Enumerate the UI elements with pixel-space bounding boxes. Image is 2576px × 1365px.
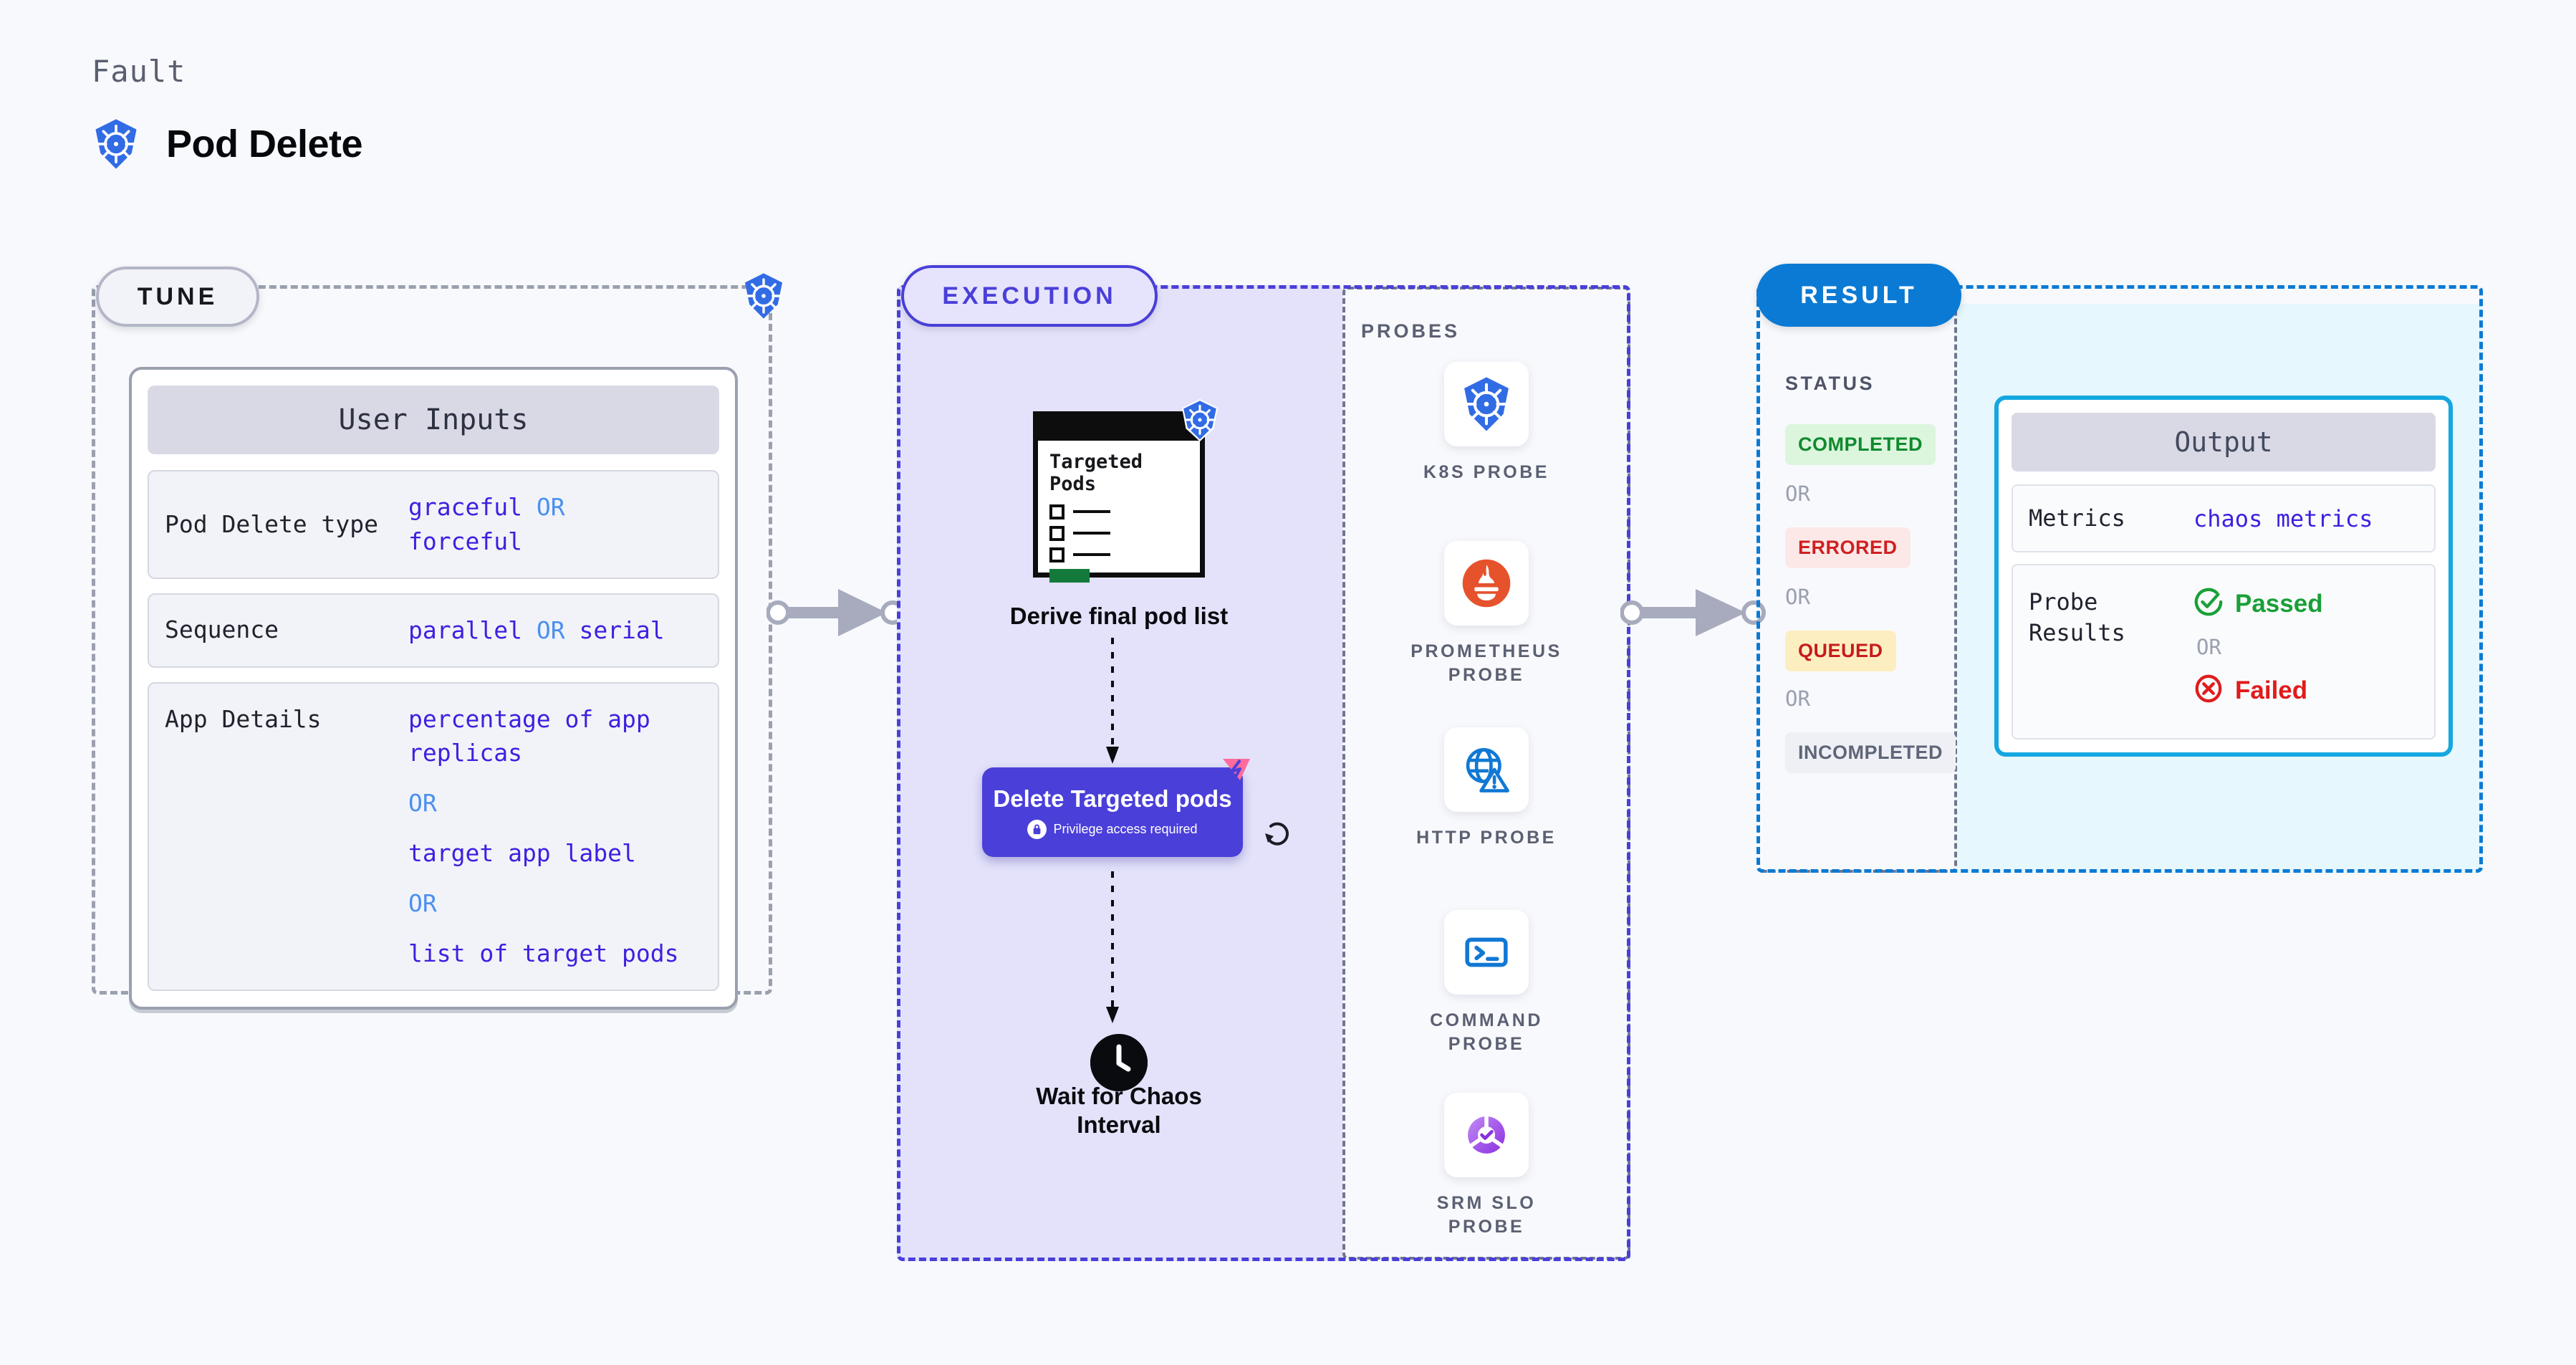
list-item xyxy=(1049,547,1188,562)
or-separator: OR xyxy=(2196,635,2221,660)
status-badge-incompleted: INCOMPLETED xyxy=(1785,732,1956,773)
user-inputs-card: User Inputs Pod Delete type graceful OR … xyxy=(129,367,738,1010)
kubernetes-logo-icon xyxy=(1180,399,1220,445)
terminal-icon xyxy=(1444,910,1529,995)
probe-item-http[interactable]: HTTP PROBE xyxy=(1400,727,1572,850)
placeholder-line xyxy=(1073,510,1110,514)
fault-title-row: Pod Delete xyxy=(92,118,363,170)
probe-label: HTTP PROBE xyxy=(1416,828,1557,848)
connector-tune-to-execution xyxy=(766,589,905,636)
pod-checklist xyxy=(1049,504,1188,562)
probe-results-values: Passed OR Failed xyxy=(2193,587,2323,707)
input-key: App Details xyxy=(165,704,322,733)
input-value: percentage of app replicas OR target app… xyxy=(408,702,688,971)
wait-for-chaos-interval-label: Wait for Chaos Interval xyxy=(1036,1083,1202,1138)
node-note: Privilege access required xyxy=(1027,820,1198,840)
srm-slo-icon xyxy=(1444,1093,1529,1177)
probe-result-failed: Failed xyxy=(2193,674,2323,707)
status-badge-errored: ERRORED xyxy=(1785,527,1911,568)
execution-stage-pill[interactable]: EXECUTION xyxy=(901,265,1158,327)
probe-label: K8S PROBE xyxy=(1423,462,1549,482)
flow-arrow-delete-to-wait xyxy=(1106,871,1119,1023)
probe-item-command[interactable]: COMMAND PROBE xyxy=(1400,910,1572,1055)
or-separator: OR xyxy=(1785,686,1810,711)
prometheus-logo-icon xyxy=(1444,541,1529,626)
or-separator: OR xyxy=(408,789,437,818)
probe-label: PROMETHEUS PROBE xyxy=(1410,641,1562,685)
input-value: graceful OR forceful xyxy=(408,493,565,555)
card-body: Targeted Pods xyxy=(1038,441,1200,583)
passed-label: Passed xyxy=(2235,589,2323,618)
input-key: Sequence xyxy=(165,616,279,644)
delete-targeted-pods-node[interactable]: Delete Targeted pods Privilege access re… xyxy=(982,759,1250,857)
derive-final-pod-list-label: Derive final pod list xyxy=(1009,603,1229,629)
or-separator: OR xyxy=(1785,585,1810,609)
targeted-pods-title: Targeted Pods xyxy=(1049,451,1143,496)
checkbox-icon xyxy=(1049,525,1064,541)
or-separator: OR xyxy=(408,889,437,917)
kubernetes-logo-icon xyxy=(92,118,140,170)
progress-bar xyxy=(1049,568,1090,583)
probes-section-title: PROBES xyxy=(1361,320,1461,342)
globe-warning-icon xyxy=(1444,727,1529,812)
input-row-sequence[interactable]: Sequence parallel OR serial xyxy=(148,593,719,668)
or-separator: OR xyxy=(536,616,565,644)
placeholder-line xyxy=(1073,532,1110,535)
connector-execution-to-result xyxy=(1620,589,1766,636)
lock-icon xyxy=(1027,820,1047,840)
node-title: Delete Targeted pods xyxy=(993,785,1232,812)
failed-label: Failed xyxy=(2235,676,2308,704)
output-key: Metrics xyxy=(2029,504,2125,532)
execution-stage-boundary xyxy=(897,285,1630,1261)
list-item xyxy=(1049,504,1188,519)
or-separator: OR xyxy=(1785,482,1810,506)
clock-icon xyxy=(1090,1034,1148,1091)
checkbox-icon xyxy=(1049,504,1064,519)
probe-item-k8s[interactable]: K8S PROBE xyxy=(1400,362,1572,484)
probe-result-passed: Passed xyxy=(2193,587,2323,621)
loop-retry-icon xyxy=(1262,819,1294,854)
targeted-pods-card: Targeted Pods xyxy=(1033,399,1219,583)
card-title-bar xyxy=(1038,416,1200,441)
flow-arrow-derive-to-delete xyxy=(1106,638,1119,764)
input-row-pod-delete-type[interactable]: Pod Delete type graceful OR forceful xyxy=(148,470,719,579)
x-circle-icon xyxy=(2193,674,2224,707)
node-note-text: Privilege access required xyxy=(1053,822,1198,837)
list-item xyxy=(1049,525,1188,541)
status-badge-queued: QUEUED xyxy=(1785,631,1896,671)
result-stage-boundary xyxy=(1756,285,2483,873)
tune-stage-pill[interactable]: TUNE xyxy=(96,267,259,327)
input-row-app-details[interactable]: App Details percentage of app replicas O… xyxy=(148,681,719,991)
probe-label: COMMAND PROBE xyxy=(1430,1010,1543,1054)
placeholder-line xyxy=(1073,553,1110,557)
output-row-metrics[interactable]: Metrics chaos metrics xyxy=(2012,484,2436,553)
output-card-title: Output xyxy=(2012,413,2436,471)
page-title: Pod Delete xyxy=(166,123,363,166)
check-circle-icon xyxy=(2193,587,2224,621)
or-separator: OR xyxy=(536,493,565,521)
checkbox-icon xyxy=(1049,547,1064,562)
input-key: Pod Delete type xyxy=(165,509,379,538)
status-badge-completed: COMPLETED xyxy=(1785,424,1936,465)
input-value: parallel OR serial xyxy=(408,616,665,644)
tune-kubernetes-badge-icon xyxy=(741,272,786,323)
litmus-chaos-logo-icon xyxy=(1219,757,1251,790)
fault-eyebrow-label: Fault xyxy=(92,54,186,89)
output-row-probe-results[interactable]: Probe Results Passed OR xyxy=(2012,564,2436,740)
output-key: Probe Results xyxy=(2029,588,2125,647)
kubernetes-logo-icon xyxy=(1444,362,1529,446)
probe-item-prometheus[interactable]: PROMETHEUS PROBE xyxy=(1400,541,1572,686)
user-inputs-card-title: User Inputs xyxy=(148,385,719,454)
status-section-title: STATUS xyxy=(1785,373,1875,394)
result-stage-pill[interactable]: RESULT xyxy=(1756,264,1961,327)
output-card: Output Metrics chaos metrics Probe Resul… xyxy=(1994,396,2453,757)
output-value: chaos metrics xyxy=(2193,504,2373,532)
probe-item-srm-slo[interactable]: SRM SLO PROBE xyxy=(1400,1093,1572,1238)
probe-label: SRM SLO PROBE xyxy=(1436,1193,1537,1237)
